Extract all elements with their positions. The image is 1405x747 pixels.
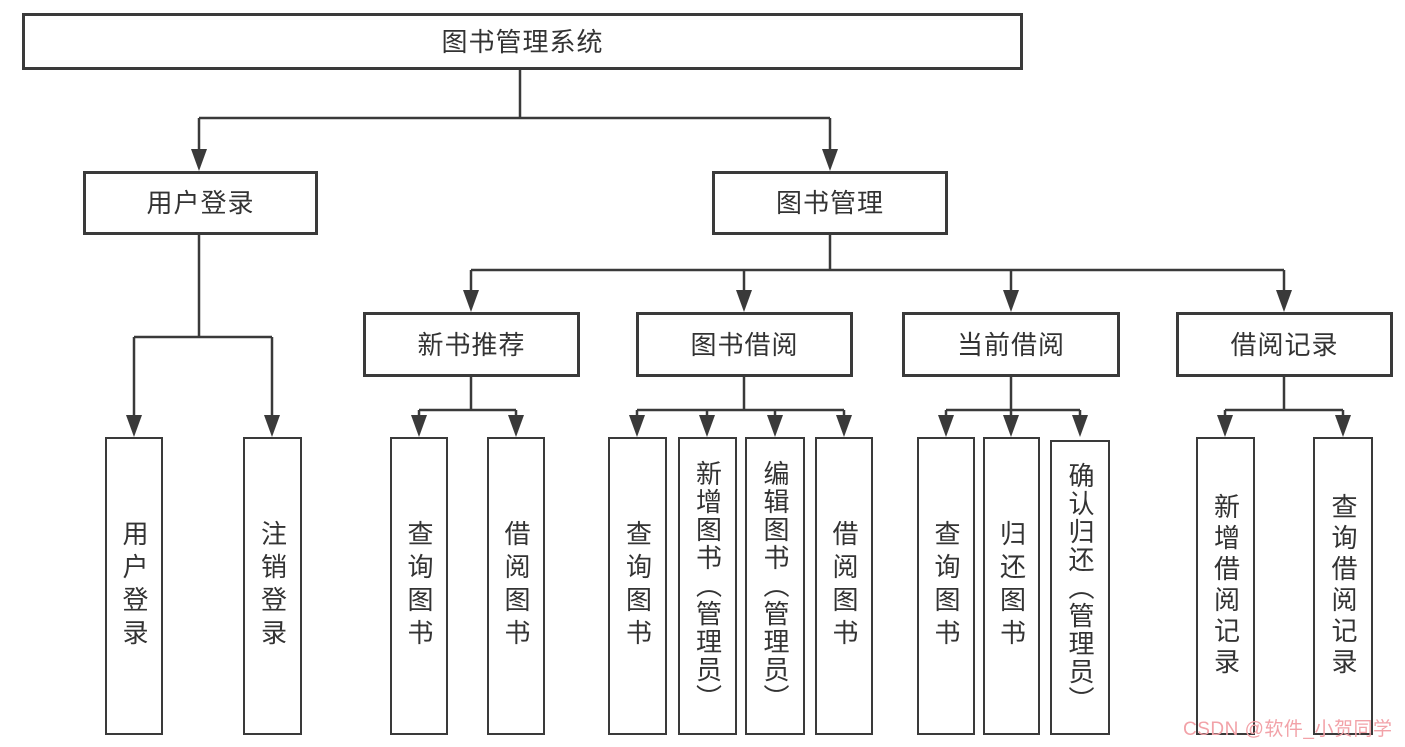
leaf-query-borrow-record-label: 查询借阅记录 — [1328, 493, 1358, 679]
leaf-query-books-1: 查询图书 — [390, 437, 448, 735]
leaf-query-books-3-label: 查询图书 — [931, 520, 961, 652]
leaf-add-books-admin-label: 新增图书（管理员） — [692, 460, 723, 712]
leaf-query-books-1-label: 查询图书 — [404, 520, 434, 652]
node-borrow-records: 借阅记录 — [1176, 312, 1393, 377]
node-book-management: 图书管理 — [712, 171, 948, 235]
node-user-login: 用户登录 — [83, 171, 318, 235]
node-current-borrowing-label: 当前借阅 — [956, 329, 1065, 360]
node-user-login-label: 用户登录 — [146, 188, 255, 218]
leaf-query-borrow-record: 查询借阅记录 — [1313, 437, 1373, 735]
leaf-return-books: 归还图书 — [983, 437, 1040, 735]
leaf-query-books-2: 查询图书 — [608, 437, 667, 735]
leaf-borrow-books-2: 借阅图书 — [815, 437, 873, 735]
node-book-management-label: 图书管理 — [775, 188, 884, 218]
leaf-confirm-return-admin-label: 确认归还（管理员） — [1065, 461, 1095, 714]
leaf-borrow-books-2-label: 借阅图书 — [829, 520, 859, 652]
node-borrow-records-label: 借阅记录 — [1230, 329, 1339, 360]
leaf-borrow-books-1-label: 借阅图书 — [501, 520, 531, 652]
leaf-borrow-books-1: 借阅图书 — [487, 437, 545, 735]
leaf-edit-books-admin-label: 编辑图书（管理员） — [760, 460, 790, 712]
leaf-user-login-label: 用户登录 — [119, 520, 149, 652]
node-book-borrowing: 图书借阅 — [636, 312, 853, 377]
leaf-add-borrow-record: 新增借阅记录 — [1196, 437, 1255, 735]
node-new-book-recommend: 新书推荐 — [363, 312, 580, 377]
leaf-user-login: 用户登录 — [105, 437, 163, 735]
leaf-return-books-label: 归还图书 — [996, 520, 1027, 652]
leaf-logout: 注销登录 — [243, 437, 302, 735]
node-root-label: 图书管理系统 — [441, 26, 604, 57]
leaf-add-books-admin: 新增图书（管理员） — [678, 437, 737, 735]
leaf-logout-label: 注销登录 — [257, 520, 288, 652]
leaf-query-books-3: 查询图书 — [917, 437, 975, 735]
node-book-borrowing-label: 图书借阅 — [690, 329, 799, 360]
leaf-edit-books-admin: 编辑图书（管理员） — [745, 437, 805, 735]
node-root: 图书管理系统 — [22, 13, 1023, 70]
node-new-book-recommend-label: 新书推荐 — [417, 329, 526, 360]
leaf-add-borrow-record-label: 新增借阅记录 — [1210, 493, 1241, 679]
leaf-confirm-return-admin: 确认归还（管理员） — [1050, 440, 1110, 735]
node-current-borrowing: 当前借阅 — [902, 312, 1120, 377]
leaf-query-books-2-label: 查询图书 — [622, 520, 653, 652]
